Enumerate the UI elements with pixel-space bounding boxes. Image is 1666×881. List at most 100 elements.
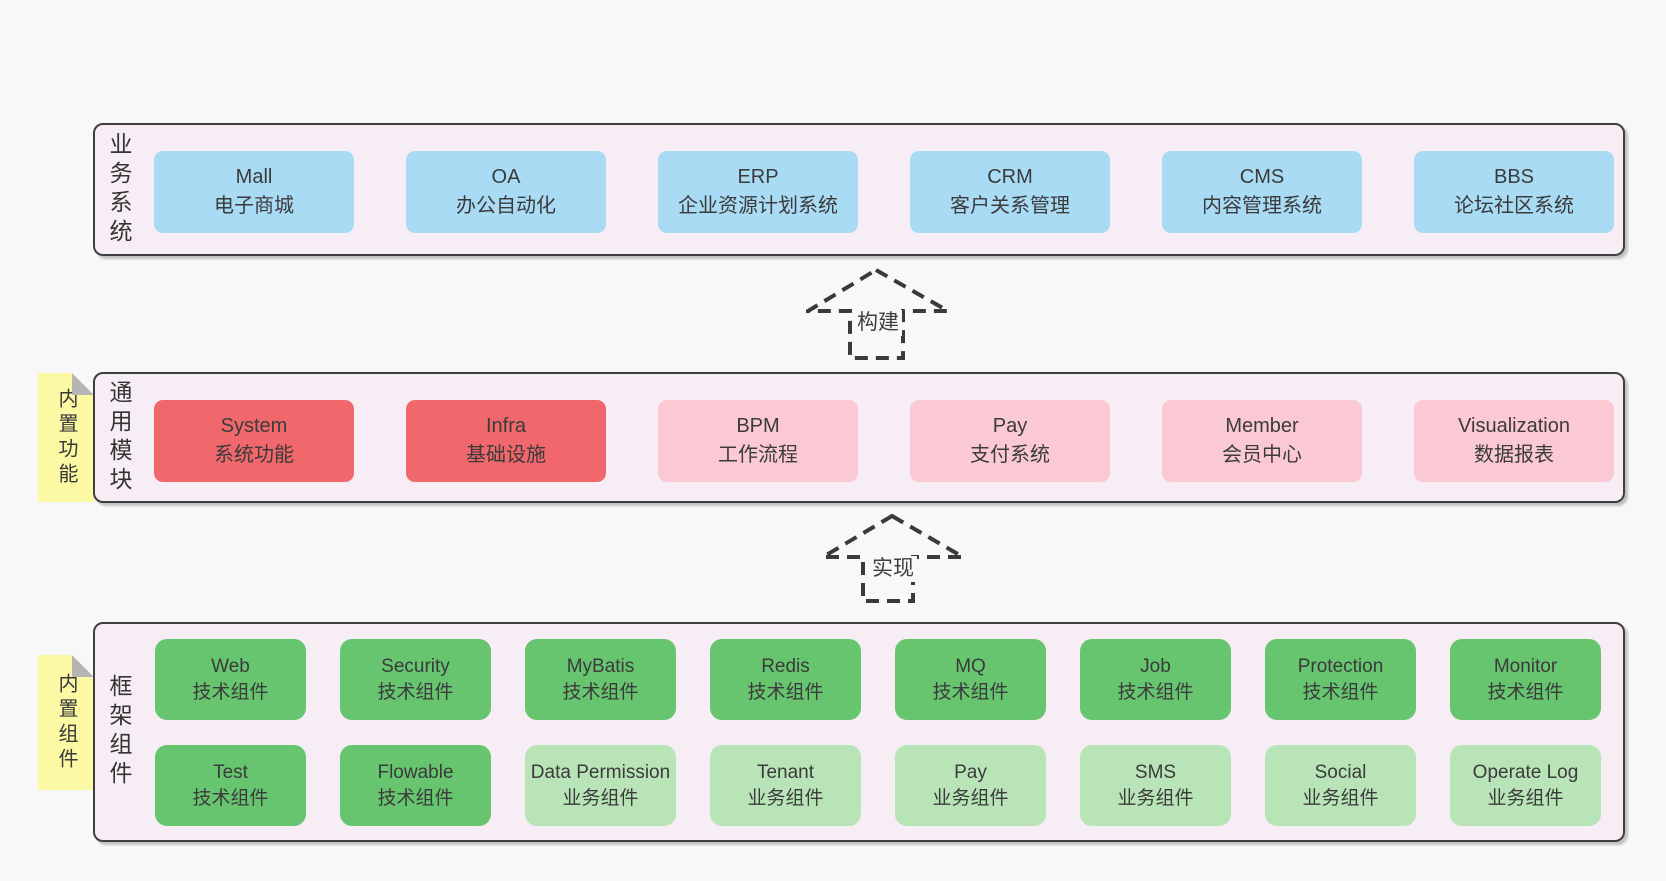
box-subtitle: 企业资源计划系统 — [678, 195, 838, 217]
box-title: ERP — [737, 166, 779, 188]
box-web: Web 技术组件 — [155, 639, 306, 720]
box-subtitle: 技术组件 — [932, 681, 1009, 703]
box-test: Test 技术组件 — [155, 745, 306, 826]
band-common-modules: 通用模块 System 系统功能 Infra 基础设施 BPM 工作流程 Pay… — [93, 372, 1625, 503]
band-framework-components: 框架组件 Web 技术组件 Security 技术组件 MyBatis 技术组件… — [93, 622, 1625, 842]
box-title: Pay — [954, 761, 987, 783]
box-operate-log: Operate Log 业务组件 — [1450, 745, 1601, 826]
box-subtitle: 业务组件 — [1117, 787, 1194, 809]
box-title: Visualization — [1458, 415, 1570, 437]
box-protection: Protection 技术组件 — [1265, 639, 1416, 720]
box-title: MyBatis — [566, 655, 635, 677]
box-pay: Pay 支付系统 — [910, 400, 1110, 482]
box-subtitle: 业务组件 — [1487, 787, 1564, 809]
box-subtitle: 论坛社区系统 — [1454, 195, 1574, 217]
box-erp: ERP 企业资源计划系统 — [658, 151, 858, 233]
box-bbs: BBS 论坛社区系统 — [1414, 151, 1614, 233]
folded-corner-icon — [72, 655, 94, 677]
box-title: OA — [491, 166, 521, 188]
box-title: Pay — [992, 415, 1028, 437]
box-title: Infra — [485, 415, 527, 437]
arrow-label: 实现 — [869, 556, 917, 582]
box-crm: CRM 客户关系管理 — [910, 151, 1110, 233]
box-mall: Mall 电子商城 — [154, 151, 354, 233]
folded-corner-icon — [72, 373, 94, 395]
box-title: SMS — [1134, 761, 1177, 783]
box-visualization: Visualization 数据报表 — [1414, 400, 1614, 482]
box-subtitle: 技术组件 — [562, 681, 639, 703]
box-title: System — [220, 415, 288, 437]
box-title: CMS — [1239, 166, 1285, 188]
box-subtitle: 业务组件 — [562, 787, 639, 809]
box-subtitle: 技术组件 — [192, 787, 269, 809]
box-system: System 系统功能 — [154, 400, 354, 482]
box-title: Flowable — [377, 761, 454, 783]
up-arrow-icon — [806, 267, 950, 360]
box-subtitle: 技术组件 — [377, 787, 454, 809]
box-title: Redis — [761, 655, 810, 677]
sticky-note-builtin-components: 内置组件 — [38, 655, 94, 790]
box-social: Social 业务组件 — [1265, 745, 1416, 826]
band-label: 通用模块 — [106, 379, 132, 496]
box-mq: MQ 技术组件 — [895, 639, 1046, 720]
box-subtitle: 基础设施 — [466, 444, 546, 466]
box-subtitle: 办公自动化 — [456, 195, 556, 217]
box-subtitle: 数据报表 — [1474, 444, 1554, 466]
box-title: Member — [1225, 415, 1299, 437]
box-mybatis: MyBatis 技术组件 — [525, 639, 676, 720]
box-sms: SMS 业务组件 — [1080, 745, 1231, 826]
box-title: Monitor — [1493, 655, 1558, 677]
box-title: Tenant — [756, 761, 815, 783]
box-subtitle: 技术组件 — [1487, 681, 1564, 703]
up-arrow-icon — [821, 513, 965, 603]
box-subtitle: 业务组件 — [747, 787, 824, 809]
build-arrow: 构建 — [806, 266, 950, 361]
box-title: Protection — [1297, 655, 1384, 677]
implement-arrow: 实现 — [821, 512, 965, 604]
box-cms: CMS 内容管理系统 — [1162, 151, 1362, 233]
box-infra: Infra 基础设施 — [406, 400, 606, 482]
box-subtitle: 电子商城 — [214, 195, 294, 217]
box-subtitle: 技术组件 — [1302, 681, 1379, 703]
box-oa: OA 办公自动化 — [406, 151, 606, 233]
box-bpm: BPM 工作流程 — [658, 400, 858, 482]
box-title: Web — [211, 655, 250, 677]
box-security: Security 技术组件 — [340, 639, 491, 720]
box-title: Operate Log — [1472, 761, 1579, 783]
box-subtitle: 业务组件 — [1302, 787, 1379, 809]
box-title: Test — [213, 761, 248, 783]
box-tenant: Tenant 业务组件 — [710, 745, 861, 826]
arrow-label: 构建 — [854, 310, 902, 336]
box-monitor: Monitor 技术组件 — [1450, 639, 1601, 720]
box-title: CRM — [987, 166, 1033, 188]
box-data-permission: Data Permission 业务组件 — [525, 745, 676, 826]
band-business-systems: 业务系统 Mall 电子商城 OA 办公自动化 ERP 企业资源计划系统 CRM… — [93, 123, 1625, 256]
box-subtitle: 技术组件 — [747, 681, 824, 703]
box-job: Job 技术组件 — [1080, 639, 1231, 720]
box-subtitle: 工作流程 — [718, 444, 798, 466]
box-member: Member 会员中心 — [1162, 400, 1362, 482]
box-title: Social — [1314, 761, 1367, 783]
box-title: BBS — [1493, 166, 1535, 188]
box-subtitle: 技术组件 — [377, 681, 454, 703]
sticky-note-label: 内置组件 — [55, 672, 77, 773]
box-title: Job — [1140, 655, 1171, 677]
box-subtitle: 系统功能 — [214, 444, 294, 466]
box-subtitle: 技术组件 — [192, 681, 269, 703]
box-flowable: Flowable 技术组件 — [340, 745, 491, 826]
band-label: 业务系统 — [106, 131, 132, 248]
box-subtitle: 客户关系管理 — [950, 195, 1070, 217]
box-title: MQ — [955, 655, 986, 677]
sticky-note-label: 内置功能 — [55, 387, 77, 488]
box-title: Mall — [235, 166, 273, 188]
box-redis: Redis 技术组件 — [710, 639, 861, 720]
box-subtitle: 会员中心 — [1222, 444, 1302, 466]
sticky-note-builtin-features: 内置功能 — [38, 373, 94, 502]
box-title: Data Permission — [530, 761, 671, 783]
box-title: Security — [381, 655, 450, 677]
box-subtitle: 内容管理系统 — [1202, 195, 1322, 217]
box-subtitle: 支付系统 — [970, 444, 1050, 466]
band-label: 框架组件 — [106, 674, 132, 790]
box-subtitle: 技术组件 — [1117, 681, 1194, 703]
